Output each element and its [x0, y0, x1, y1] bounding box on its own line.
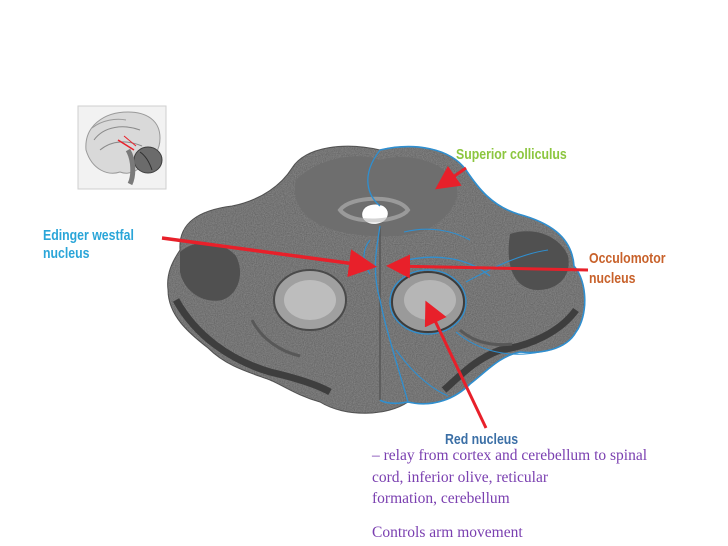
description-line-2: cord, inferior olive, reticular: [372, 469, 549, 486]
arrow-superior-colliculus: [435, 165, 467, 190]
description-line-3: formation, cerebellum: [372, 490, 510, 507]
label-occulomotor-line2: nucleus: [589, 270, 636, 287]
arrow-occulomotor: [386, 254, 589, 279]
label-superior-colliculus: Superior colliculus: [456, 146, 567, 163]
label-edinger-westfal-line1: Edinger westfal: [43, 227, 134, 244]
label-occulomotor-line1: Occulomotor: [589, 250, 666, 267]
arrow-red-nucleus: [424, 300, 488, 429]
midbrain-section: [167, 145, 586, 414]
label-edinger-westfal-line2: nucleus: [43, 245, 90, 262]
arrow-edinger-westfal: [161, 236, 377, 278]
brain-thumbnail: [77, 105, 167, 190]
label-red-nucleus: Red nucleus: [445, 431, 519, 448]
description-line-1: – relay from cortex and cerebellum to sp…: [372, 447, 648, 464]
description-line-4: Controls arm movement: [372, 524, 523, 541]
